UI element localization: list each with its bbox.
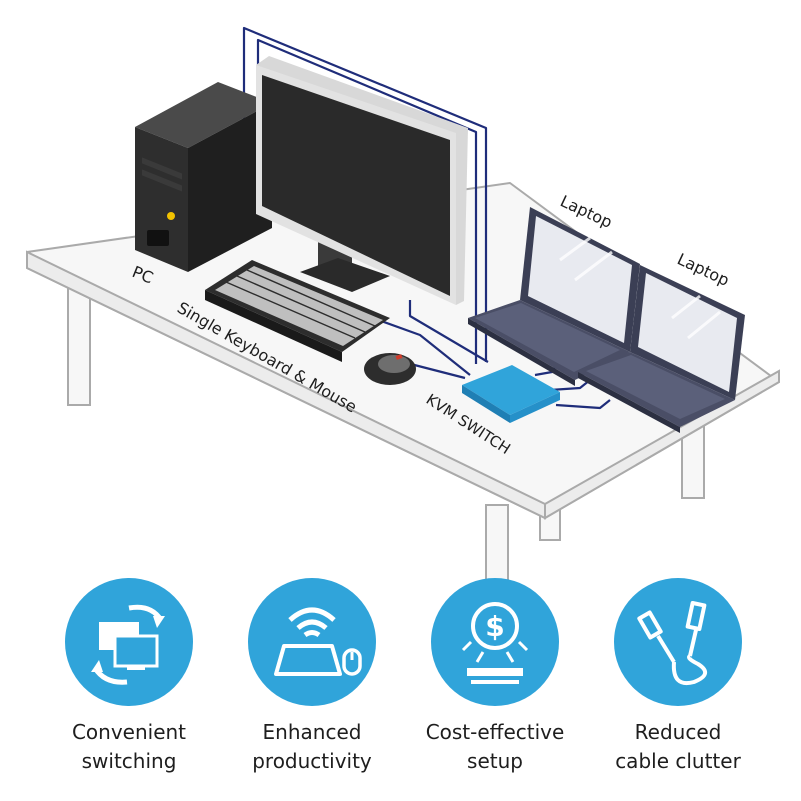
benefit-4-line2: cable clutter (615, 749, 741, 773)
mouse (364, 353, 416, 385)
monitor (256, 56, 468, 305)
pc-tower (135, 82, 272, 272)
benefit-3-line1: Cost-effective (425, 720, 565, 744)
laptop-right (578, 265, 745, 433)
dollar-coin-icon: $ (431, 578, 559, 706)
benefit-4-line1: Reduced (634, 720, 722, 744)
benefit-cost-effective-setup: $ Cost-effective setup (400, 578, 590, 776)
benefits-row: Convenient switching Enhanced productivi… (0, 578, 801, 801)
keyboard (205, 260, 390, 362)
laptop-left (468, 207, 640, 386)
benefit-3-line2: setup (467, 749, 523, 773)
benefit-2-line2: productivity (252, 749, 372, 773)
benefit-enhanced-productivity: Enhanced productivity (217, 578, 407, 776)
monitor-switch-icon (65, 578, 193, 706)
laptop-right-label: Laptop (674, 249, 732, 290)
benefit-reduced-cable-clutter: Reduced cable clutter (583, 578, 773, 776)
kvm-switch (462, 365, 560, 423)
svg-text:$: $ (485, 610, 504, 643)
power-led (167, 212, 175, 220)
benefit-1-line2: switching (81, 749, 177, 773)
benefit-convenient-switching: Convenient switching (34, 578, 224, 776)
usb-cable-icon (614, 578, 742, 706)
wifi-keyboard-mouse-icon (248, 578, 376, 706)
benefit-2-line1: Enhanced (262, 720, 362, 744)
benefit-1-line1: Convenient (71, 720, 187, 744)
